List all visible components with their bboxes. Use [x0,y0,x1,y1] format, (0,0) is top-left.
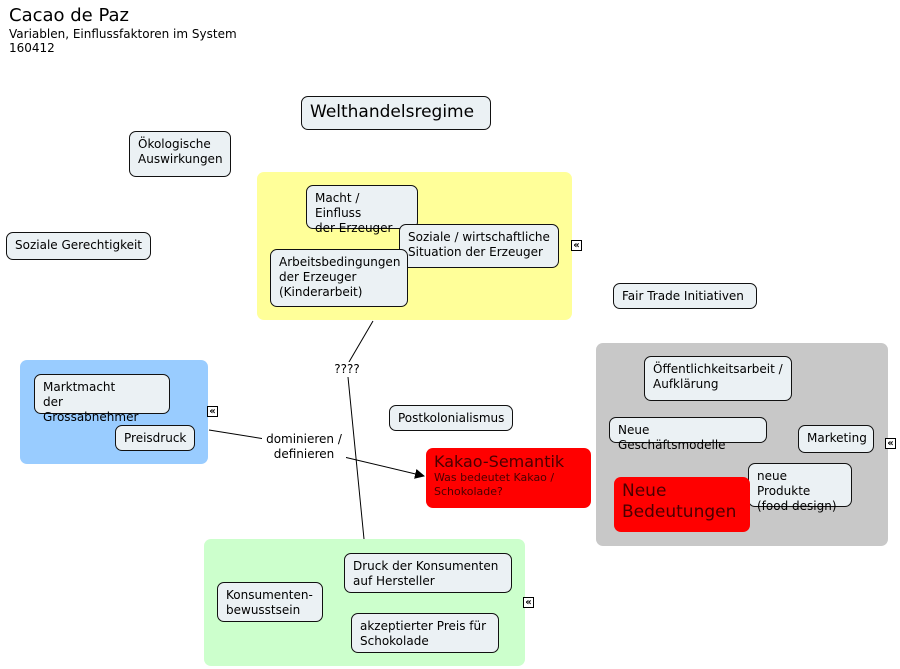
connector-blue-to-label [208,429,266,440]
node-marketing[interactable]: Marketing [798,425,874,453]
node-druck-konsumenten[interactable]: Druck der Konsumenten auf Hersteller [344,553,512,593]
collapse-icon[interactable]: « [523,597,534,608]
node-neue-bedeutungen[interactable]: Neue Bedeutungen [614,477,750,532]
collapse-icon[interactable]: « [885,438,896,449]
node-oeffentlichkeitsarbeit[interactable]: Öffentlichkeitsarbeit / Aufklärung [644,356,792,401]
connector-label-to-kakao [343,456,425,479]
link-label-question: ???? [332,362,362,377]
node-konsumentenbewusstsein[interactable]: Konsumenten- bewusstsein [217,582,323,622]
node-oekologische-auswirkungen[interactable]: Ökologische Auswirkungen [129,131,231,177]
node-macht-einfluss[interactable]: Macht / Einfluss der Erzeuger [306,185,418,235]
node-akzeptierter-preis[interactable]: akzeptierter Preis für Schokolade [351,613,499,653]
diagram-subtitle: Variablen, Einflussfaktoren im System 16… [9,27,237,55]
node-arbeitsbedingungen[interactable]: Arbeitsbedingungen der Erzeuger (Kindera… [270,249,408,307]
node-neue-geschaeftsmodelle[interactable]: Neue Geschäftsmodelle [609,417,767,452]
link-label-dominieren: dominieren / definieren [262,432,346,462]
node-soziale-situation[interactable]: Soziale / wirtschaftliche Situation der … [399,224,559,268]
node-postkolonialismus[interactable]: Postkolonialismus [389,405,513,431]
kakao-semantik-subtitle: Was bedeutet Kakao / Schokolade? [434,471,555,498]
node-soziale-gerechtigkeit[interactable]: Soziale Gerechtigkeit [6,232,151,260]
kakao-semantik-title: Kakao-Semantik [434,452,565,471]
node-marktmacht[interactable]: Marktmacht der Grossabnehmer [34,374,170,424]
date-text: 160412 [9,41,55,55]
connector-yellow-to-question [348,320,374,363]
node-fair-trade[interactable]: Fair Trade Initiativen [613,283,757,309]
node-preisdruck[interactable]: Preisdruck [115,425,195,451]
subtitle-text: Variablen, Einflussfaktoren im System [9,27,237,41]
node-kakao-semantik[interactable]: Kakao-Semantik Was bedeutet Kakao / Scho… [426,448,591,508]
node-welthandelsregime[interactable]: Welthandelsregime [301,96,491,130]
diagram-title: Cacao de Paz [9,5,130,26]
collapse-icon[interactable]: « [571,240,582,251]
connector-question-to-green [347,376,365,540]
collapse-icon[interactable]: « [207,406,218,417]
node-neue-produkte[interactable]: neue Produkte (food design) [748,463,852,513]
